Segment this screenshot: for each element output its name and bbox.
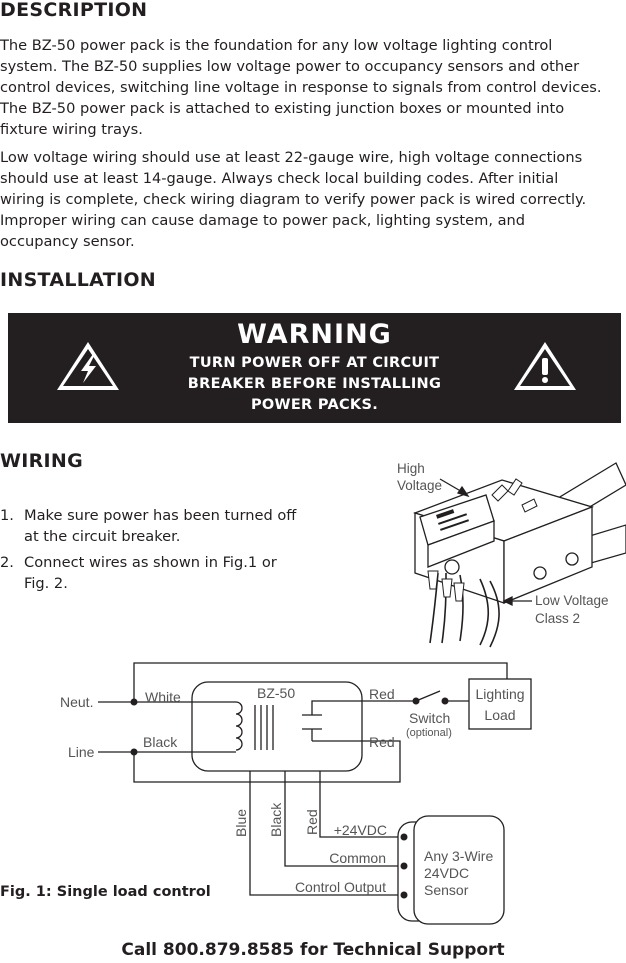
step-number: 1. xyxy=(0,507,14,524)
red-top-label: Red xyxy=(369,686,395,702)
step-line: at the circuit breaker. xyxy=(24,528,181,545)
black-wire-label: Black xyxy=(143,734,178,750)
text-line: The BZ-50 power pack is the foundation f… xyxy=(0,37,553,54)
text-line: control devices, switching line voltage … xyxy=(0,79,602,96)
text-line: occupancy sensor. xyxy=(0,233,135,250)
step-line: Make sure power has been turned off xyxy=(24,507,297,524)
description-paragraph-1: The BZ-50 power pack is the foundation f… xyxy=(0,35,626,140)
text-line: The BZ-50 power pack is attached to exis… xyxy=(0,100,565,117)
warning-banner: WARNING TURN POWER OFF AT CIRCUIT BREAKE… xyxy=(8,313,621,423)
step-line: Fig. 2. xyxy=(24,575,68,592)
text-line: Improper wiring can cause damage to powe… xyxy=(0,212,526,229)
text-line: should use at least 14-gauge. Always che… xyxy=(0,170,559,187)
warning-text: TURN POWER OFF AT CIRCUIT BREAKER BEFORE… xyxy=(158,353,471,416)
wiring-heading: WIRING xyxy=(0,450,84,472)
line-label: Line xyxy=(68,744,95,760)
neut-label: Neut. xyxy=(60,694,93,710)
low-voltage-label: Low Voltage Class 2 xyxy=(535,593,612,626)
wiring-steps: 1. Make sure power has been turned off a… xyxy=(0,505,320,599)
installation-heading: INSTALLATION xyxy=(0,269,156,291)
sensor-label-line2: 24VDC xyxy=(424,865,469,881)
black-wire-vertical-label: Black xyxy=(268,802,284,837)
figure-caption: Fig. 1: Single load control xyxy=(0,884,211,900)
text-line: wiring is complete, check wiring diagram… xyxy=(0,191,587,208)
junction-box-illustration: High Voltage Low Voltage Class 2 xyxy=(397,461,626,648)
sensor-label-line1: Any 3-Wire xyxy=(424,848,493,864)
step-line: Connect wires as shown in Fig.1 or xyxy=(24,554,277,571)
text-line: fixture wiring trays. xyxy=(0,121,143,138)
electrical-hazard-icon xyxy=(57,342,119,390)
text-line: Low voltage wiring should use at least 2… xyxy=(0,149,583,166)
white-wire-label: White xyxy=(145,689,181,705)
warning-line: POWER PACKS. xyxy=(250,397,378,413)
exclamation-warning-icon xyxy=(514,342,576,390)
description-paragraph-2: Low voltage wiring should use at least 2… xyxy=(0,147,626,252)
warning-line: BREAKER BEFORE INSTALLING xyxy=(187,376,442,392)
blue-wire-label: Blue xyxy=(233,809,249,837)
step-number: 2. xyxy=(0,554,14,571)
technical-support-footer: Call 800.879.8585 for Technical Support xyxy=(121,940,505,960)
red-bottom-label: Red xyxy=(369,734,395,750)
load-label-line2: Load xyxy=(484,707,515,723)
step-item: 2. Connect wires as shown in Fig.1 or Fi… xyxy=(0,552,320,594)
load-label-line1: Lighting xyxy=(475,686,524,702)
warning-line: TURN POWER OFF AT CIRCUIT xyxy=(189,355,440,371)
plus-24vdc-label: +24VDC xyxy=(334,822,387,838)
device-label: BZ-50 xyxy=(257,685,295,701)
warning-title: WARNING xyxy=(237,319,392,350)
step-item: 1. Make sure power has been turned off a… xyxy=(0,505,320,547)
red-wire-vertical-label: Red xyxy=(304,809,320,835)
common-label: Common xyxy=(329,850,386,866)
text-line: system. The BZ-50 supplies low voltage p… xyxy=(0,58,580,75)
description-heading: DESCRIPTION xyxy=(0,0,148,21)
optional-label: (optional) xyxy=(406,727,452,739)
control-output-label: Control Output xyxy=(295,879,386,895)
switch-label: Switch xyxy=(409,710,450,726)
wiring-diagram: Neut. Line White Black BZ-50 Red Red Swi… xyxy=(60,662,532,925)
high-voltage-label: High Voltage xyxy=(397,461,442,493)
sensor-label-line3: Sensor xyxy=(424,882,469,898)
